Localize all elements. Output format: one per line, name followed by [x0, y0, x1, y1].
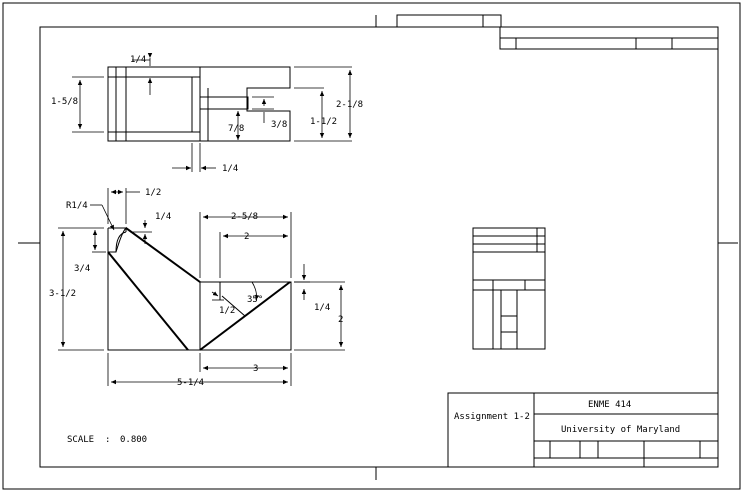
dim-2-1-8: 2-1/8: [336, 100, 363, 110]
dim-2: 2: [244, 232, 249, 242]
title-block: Assignment 1-2 ENME 414 University of Ma…: [447, 392, 719, 468]
scale-value: 0.800: [120, 435, 147, 445]
reference-block: [396, 14, 719, 50]
dim-35-deg: 35°: [247, 295, 263, 305]
top-view: [107, 66, 291, 142]
dim-2-right: 2: [338, 315, 343, 325]
side-view: [472, 227, 546, 350]
top-view-dimensions: 1/4 1-5/8 2-1/8 1-1/2 3/8 7/8 1/4: [51, 53, 363, 174]
course-label: ENME 414: [588, 400, 631, 410]
dim-bottom-1-4: 1/4: [222, 164, 238, 174]
dim-3-4: 3/4: [74, 264, 90, 274]
dim-3-1-2: 3-1/2: [49, 289, 76, 299]
dim-1-2-slot: 1/2: [219, 306, 235, 316]
dim-7-8: 7/8: [228, 124, 244, 134]
dim-r1-4: R1/4: [66, 201, 88, 211]
front-view: [107, 226, 292, 351]
dim-2-5-8: 2-5/8: [231, 212, 258, 222]
dim-3: 3: [253, 364, 258, 374]
assignment-label: Assignment 1-2: [454, 412, 530, 422]
dim-3-8: 3/8: [271, 120, 287, 130]
scale-separator: :: [105, 435, 110, 445]
dim-1-4-upper: 1/4: [155, 212, 171, 222]
scale-note: SCALE : 0.800: [67, 435, 147, 445]
dim-5-1-4: 5-1/4: [177, 378, 204, 388]
dim-1-5-8: 1-5/8: [51, 97, 78, 107]
dim-1-1-2: 1-1/2: [310, 117, 337, 127]
dim-1-2-top: 1/2: [145, 188, 161, 198]
dim-top-1-4: 1/4: [130, 55, 146, 65]
dim-1-4-right: 1/4: [314, 303, 330, 313]
scale-label: SCALE: [67, 435, 94, 445]
front-view-dimensions: R1/4 1/2 1/4 2-5/8 2 3/4 3-1/2 35°: [49, 188, 345, 388]
school-label: University of Maryland: [561, 425, 680, 435]
